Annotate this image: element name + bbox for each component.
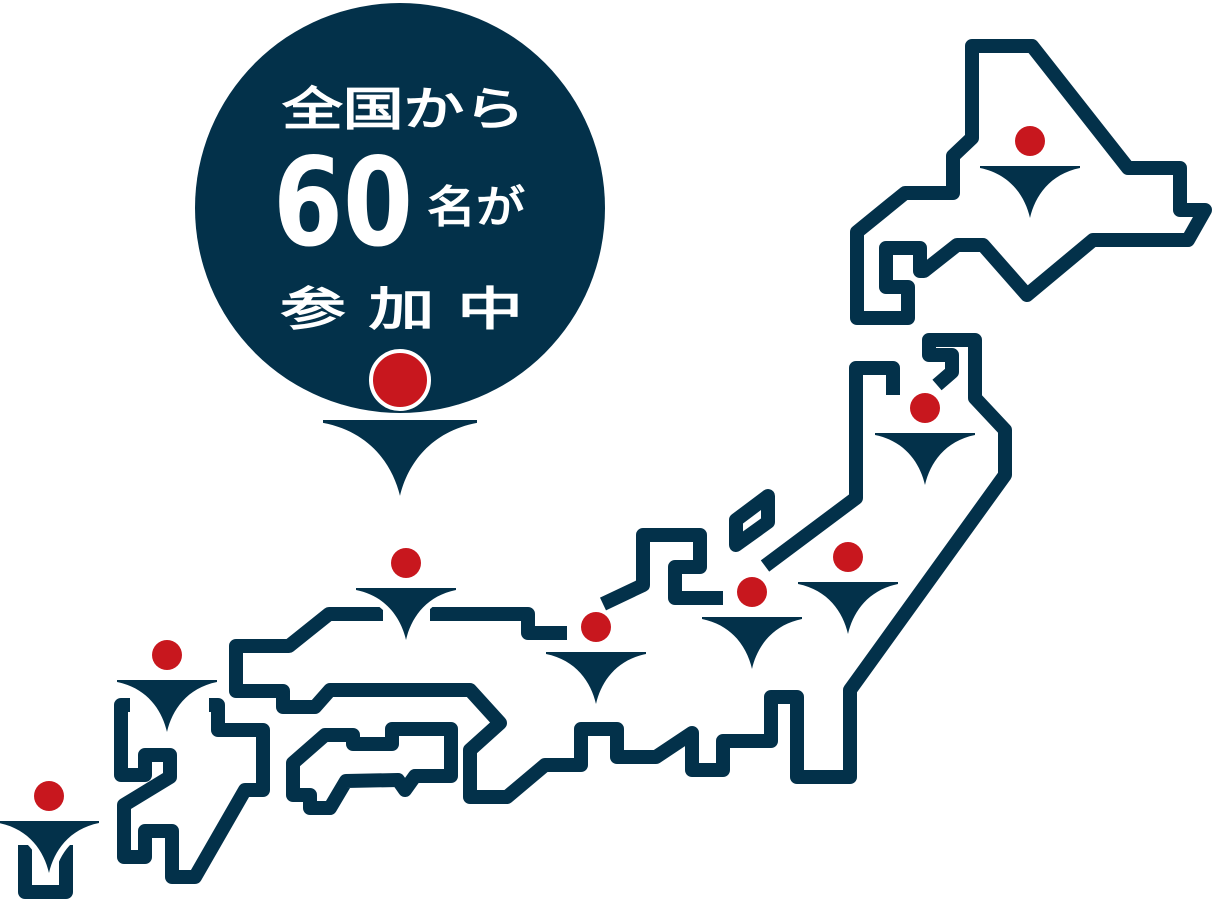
honshu-outline-middle [599, 528, 723, 611]
badge-line3: 参 加 中 [280, 282, 523, 336]
person-icon: Chubu [798, 539, 898, 634]
honshu-outline-north [760, 361, 900, 572]
shikoku-outline [286, 722, 458, 815]
person-icon: Tohoku [875, 390, 975, 485]
person-icon: Kyushu [117, 637, 217, 732]
honshu-outline [229, 333, 1012, 804]
person-icon: Hokkaido [980, 123, 1080, 218]
japan-map-outline [18, 39, 1212, 899]
hokkaido-outline [850, 39, 1212, 325]
sado-island-outline [729, 489, 775, 552]
badge-line1: 全国から [281, 82, 525, 136]
badge-circle [195, 3, 605, 413]
okinawa-outline [18, 845, 73, 899]
badge-count-suffix: 名が [427, 182, 525, 233]
participant-markers: HokkaidoTohokuKantoChubuKinki ChugokuKyus… [0, 123, 1080, 873]
honshu-outline-west [430, 607, 567, 640]
person-icon: Okinawa [0, 778, 99, 873]
person-icon: Kanto [702, 574, 802, 669]
person-icon: Chugoku [356, 545, 456, 640]
person-icon [323, 349, 477, 496]
person-icon: Kinki [546, 609, 646, 704]
kyushu-outline [114, 698, 270, 884]
badge-count: 60 [273, 132, 413, 274]
participant-count-badge: 全国から 60 名が 参 加 中 [195, 3, 605, 413]
